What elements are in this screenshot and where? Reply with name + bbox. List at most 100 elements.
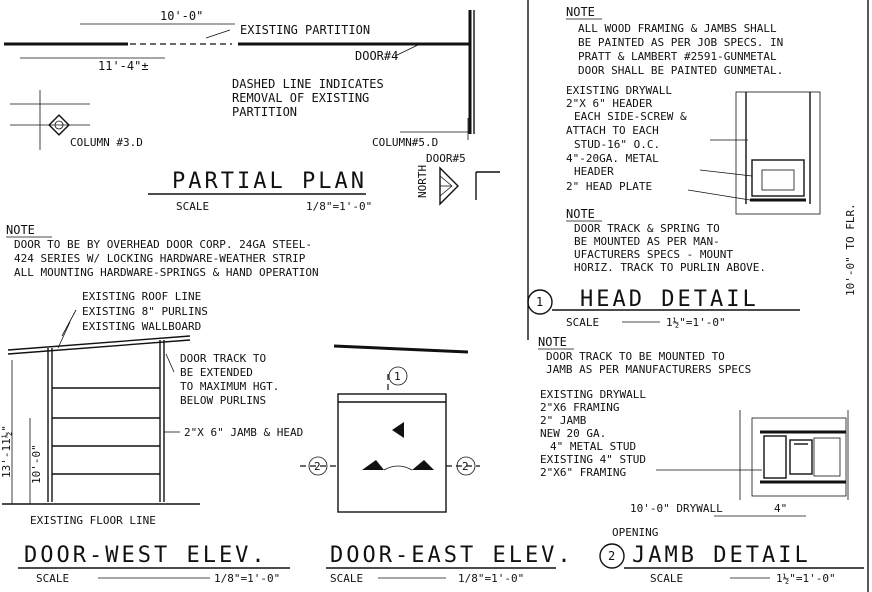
head-inner-channel: [761, 169, 795, 191]
track-note-line-4: BELOW PURLINS: [180, 394, 266, 407]
jamb-marker-circle: [599, 543, 625, 569]
east-curve: [383, 465, 413, 471]
east-marker-1: 1: [394, 370, 401, 383]
jamb-2x6-framing: [763, 435, 787, 479]
jamb-note-line-2: JAMB AS PER MANUFACTURERS SPECS: [546, 363, 751, 376]
note-overhead-door: NOTE DOOR TO BE BY OVERHEAD DOOR CORP. 2…: [6, 223, 319, 279]
east-arrow-icon: [392, 422, 404, 438]
jamb-existing-stud: [813, 437, 841, 477]
note-overhead-line-1: DOOR TO BE BY OVERHEAD DOOR CORP. 24GA S…: [14, 238, 312, 251]
dim-13-label: 13'-11½": [0, 425, 13, 478]
note-top-line-4: DOOR SHALL BE PAINTED GUNMETAL.: [578, 64, 783, 77]
note-top-line-1: ALL WOOD FRAMING & JAMBS SHALL: [578, 22, 777, 35]
existing-wallboard-label: EXISTING WALLBOARD: [82, 320, 201, 333]
dashed-note-line-3: PARTITION: [232, 105, 297, 119]
head-label-5: STUD-16" O.C.: [574, 138, 660, 151]
jamb-detail-title: JAMB DETAIL: [632, 543, 811, 568]
head-note-title: NOTE: [566, 207, 595, 221]
east-marker-2-right-circle: [456, 456, 476, 476]
north-label: NORTH: [416, 165, 429, 198]
head-label-3: EACH SIDE-SCREW &: [574, 110, 687, 123]
partial-plan: 10'-0" 11'-4"± EXISTING PARTITION DOOR#4…: [4, 9, 500, 213]
east-scale-label: SCALE: [330, 572, 363, 585]
note-top-title: NOTE: [566, 5, 595, 19]
head-label-1: EXISTING DRYWALL: [566, 84, 672, 97]
east-marker-2-left-circle: [308, 456, 328, 476]
head-label-4: ATTACH TO EACH: [566, 124, 659, 137]
east-marker-1-circle: [388, 366, 408, 386]
column-3-center: [54, 120, 64, 130]
note-overhead-title: NOTE: [6, 223, 35, 237]
east-scale-value: 1/8"=1'-0": [458, 572, 524, 585]
jamb-label-7: 2"X6" FRAMING: [540, 466, 626, 479]
west-elev-title: DOOR-WEST ELEV.: [24, 543, 268, 568]
head-detail-title: HEAD DETAIL: [580, 287, 759, 312]
head-leader-plate: [687, 189, 751, 201]
east-elevation: 1 2 2 DOOR-EAST ELEV. SCALE 1/8"=1'-0": [300, 344, 574, 585]
roof-line: [7, 335, 191, 351]
head-metal-header: [751, 159, 805, 197]
track-note-line-3: TO MAXIMUM HGT.: [180, 380, 279, 393]
drywall-opening-2: OPENING: [612, 526, 658, 539]
leader-partition: [205, 29, 231, 39]
head-label-2: 2"X 6" HEADER: [566, 97, 652, 110]
leader-roof: [61, 309, 77, 337]
column5-label: COLUMN#5.D: [372, 136, 438, 149]
east-section-arrow-right-icon: [412, 460, 434, 470]
track-note-line-1: DOOR TRACK TO: [180, 352, 266, 365]
jamb-label-3: 2" JAMB: [540, 414, 587, 427]
head-leader-metal: [699, 169, 753, 177]
existing-purlins-label: EXISTING 8" PURLINS: [82, 305, 208, 318]
north-arrow-hatch-3: [439, 185, 453, 197]
jamb-scale-value: 1½"=1'-0": [776, 572, 836, 585]
head-note-line-1: DOOR TRACK & SPRING TO: [574, 222, 720, 235]
jamb-scale-label: SCALE: [650, 572, 683, 585]
existing-partition-label: EXISTING PARTITION: [240, 23, 370, 37]
jamb-metal-stud: [789, 439, 813, 475]
column-3-symbol: [48, 114, 70, 136]
existing-floor-line-label: EXISTING FLOOR LINE: [30, 514, 156, 527]
head-label-7: HEADER: [574, 165, 614, 178]
east-elev-title: DOOR-EAST ELEV.: [330, 543, 574, 568]
head-scale-value: 1½"=1'-0": [666, 316, 726, 329]
east-door-frame: [337, 393, 447, 513]
partial-plan-scale-value: 1/8"=1'-0": [306, 200, 372, 213]
jamb-section-box: [751, 417, 847, 497]
partial-plan-title: PARTIAL PLAN: [172, 169, 367, 194]
existing-roof-line-label: EXISTING ROOF LINE: [82, 290, 201, 303]
east-section-arrow-left-icon: [362, 460, 384, 470]
head-dim-side: 10'-0" TO FLR.: [844, 203, 857, 296]
door4-label: DOOR#4: [355, 49, 398, 63]
head-note-line-3: UFACTURERS SPECS - MOUNT: [574, 248, 733, 261]
leader-purlins: [57, 321, 71, 349]
jamb-head-label: 2"X 6" JAMB & HEAD: [184, 426, 303, 439]
jamb-label-2: 2"X6 FRAMING: [540, 401, 619, 414]
head-detail: EXISTING DRYWALL 2"X 6" HEADER EACH SIDE…: [527, 84, 857, 329]
door5-label: DOOR#5: [426, 152, 466, 165]
note-overhead-line-2: 424 SERIES W/ LOCKING HARDWARE-WEATHER S…: [14, 252, 306, 265]
jamb-note-title: NOTE: [538, 335, 567, 349]
east-header-beam: [333, 344, 469, 354]
head-note-line-4: HORIZ. TRACK TO PURLIN ABOVE.: [574, 261, 766, 274]
head-label-8: 2" HEAD PLATE: [566, 180, 652, 193]
roof-line-2: [7, 339, 191, 355]
jamb-label-5: 4" METAL STUD: [550, 440, 636, 453]
track-note-line-2: BE EXTENDED: [180, 366, 253, 379]
west-scale-value: 1/8"=1'-0": [214, 572, 280, 585]
head-note-line-2: BE MOUNTED AS PER MAN-: [574, 235, 720, 248]
east-marker-2-right: 2: [462, 460, 469, 473]
note-top-line-2: BE PAINTED AS PER JOB SPECS. IN: [578, 36, 783, 49]
note-top-line-3: PRATT & LAMBERT #2591-GUNMETAL: [578, 50, 777, 63]
partial-plan-scale-label: SCALE: [176, 200, 209, 213]
dashed-note-line-2: REMOVAL OF EXISTING: [232, 91, 369, 105]
drywall-opening-1: 10'-0" DRYWALL: [630, 502, 723, 515]
head-section-box: [735, 91, 821, 215]
head-scale-label: SCALE: [566, 316, 599, 329]
jamb-dim-4: 4": [774, 502, 787, 515]
note-paint: NOTE ALL WOOD FRAMING & JAMBS SHALL BE P…: [566, 5, 783, 77]
north-arrow-hatch-1: [439, 175, 453, 187]
jamb-label-6: EXISTING 4" STUD: [540, 453, 646, 466]
dim-11-4: 11'-4"±: [98, 59, 149, 73]
jamb-label-4: NEW 20 GA.: [540, 427, 606, 440]
